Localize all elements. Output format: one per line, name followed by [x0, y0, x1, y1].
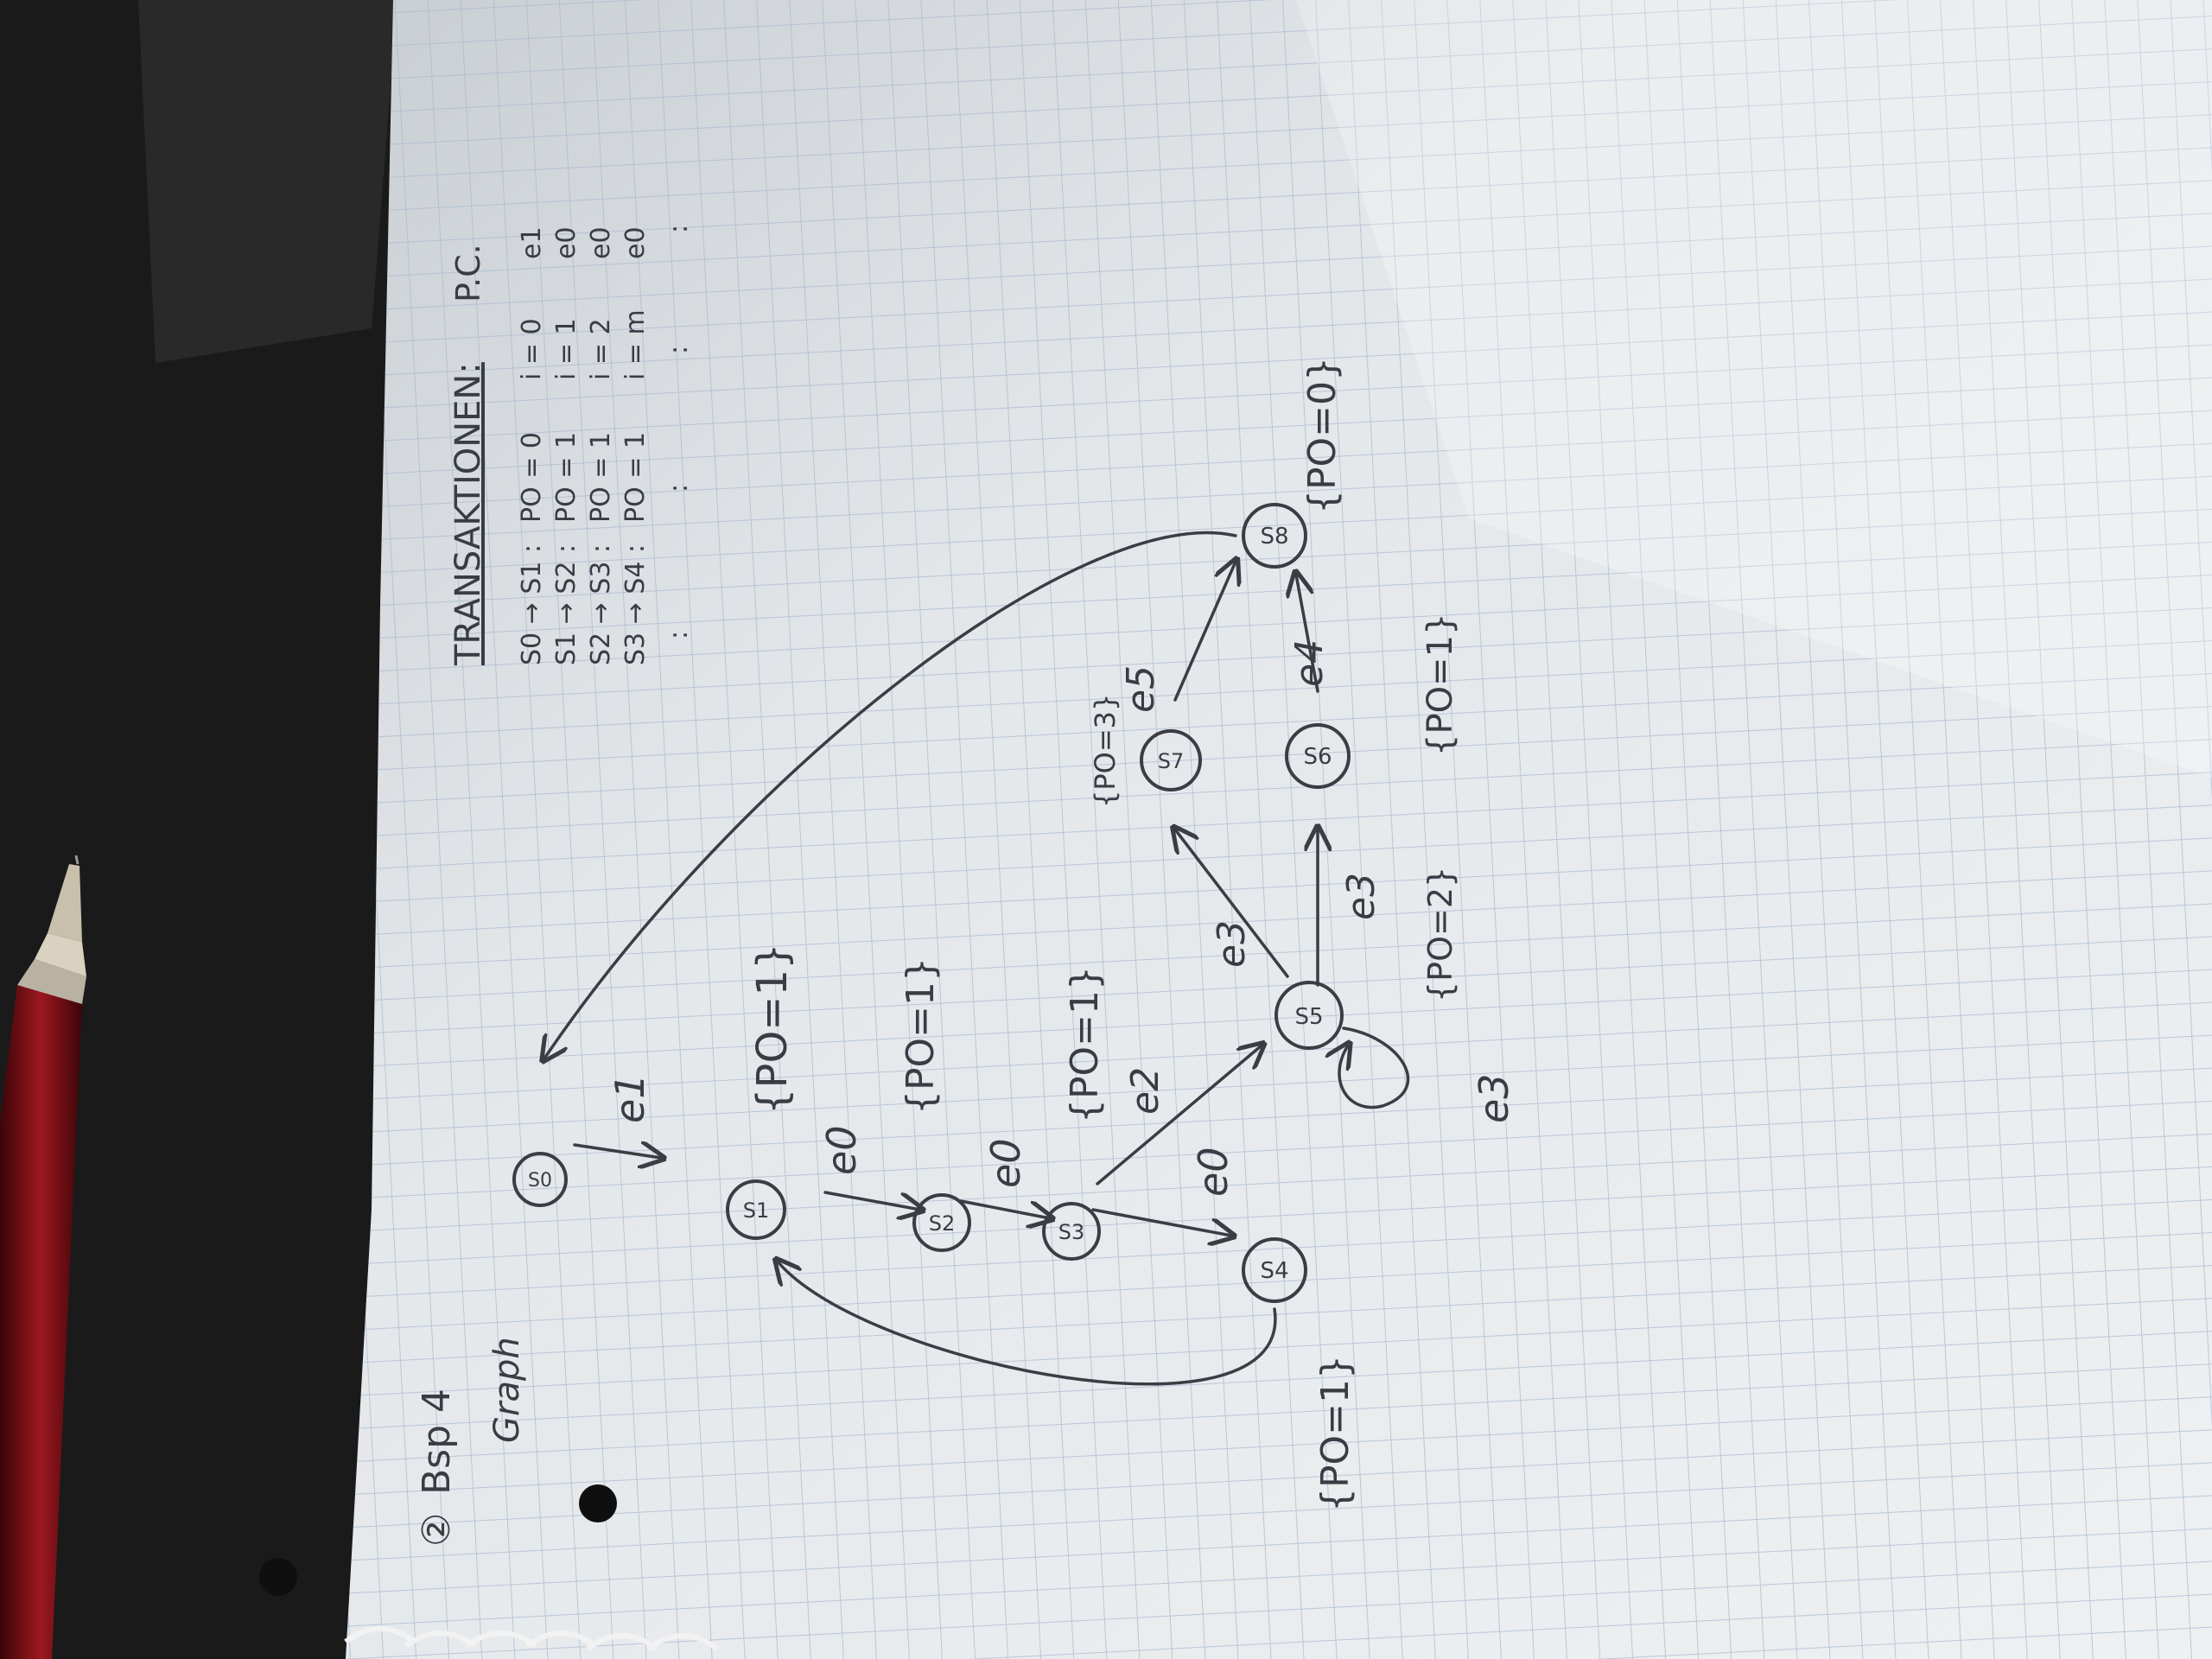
state-annotation: {PO=1}	[1063, 966, 1107, 1123]
transaction-row: S3 → S4 : PO = 1 i = m e0	[620, 226, 651, 665]
edge-s3-s5	[1096, 1046, 1262, 1185]
edge-s6-s8	[1296, 575, 1319, 693]
page-title: Bsp 4	[415, 1389, 459, 1495]
punch-hole	[259, 1558, 297, 1596]
state-label: S6	[1303, 744, 1332, 770]
mechanical-pencil	[0, 855, 86, 1659]
edge-s5-loop	[1339, 1027, 1410, 1109]
transactions-pc-label: P.C.	[449, 244, 487, 302]
page-title-mark: ②	[415, 1513, 459, 1547]
edge-label: e2	[1123, 1067, 1167, 1115]
transaction-row: S2 → S3 : PO = 1 i = 2 e0	[586, 226, 616, 665]
page-header: ② Bsp 4 Graph	[415, 1337, 527, 1547]
edge-s7-s8	[1173, 562, 1236, 702]
graph-paper	[346, 0, 2212, 1659]
state-annotation: {PO=1}	[1313, 1355, 1357, 1512]
state-label: S2	[929, 1211, 956, 1236]
state-label: S0	[528, 1170, 552, 1192]
row-transition: S2 → S3 :	[586, 544, 616, 665]
transaction-row: S0 → S1 : PO = 0 i = 0 e1	[517, 226, 547, 665]
state-s0: S0	[512, 1152, 568, 1207]
row-counter: i = 2	[586, 318, 616, 380]
edge-s0-s1	[573, 1145, 661, 1158]
row-assignment: PO = 1	[551, 432, 582, 523]
state-annotation: {PO=1}	[748, 943, 797, 1115]
edge-label: e0	[1190, 1147, 1236, 1197]
state-label: S3	[1058, 1220, 1085, 1244]
state-annotation: {PO=0}	[1300, 357, 1344, 514]
state-annotation: {PO=1}	[899, 957, 943, 1115]
spiral-binding	[344, 1626, 719, 1651]
edge-label: e3	[1471, 1073, 1517, 1123]
row-transition: S1 → S2 :	[551, 544, 582, 665]
row-assignment: PO = 1	[620, 432, 651, 523]
state-label: S5	[1294, 1004, 1323, 1030]
state-annotation: {PO=1}	[1421, 613, 1460, 756]
state-s3: S3	[1042, 1202, 1101, 1261]
state-s6: S6	[1285, 723, 1351, 789]
edge-label: e3	[1210, 920, 1254, 968]
edge-s4-s1	[778, 1262, 1277, 1386]
row-counter: i = 1	[551, 318, 582, 380]
edge-s3-s4	[1091, 1208, 1231, 1236]
transactions-table: TRANSAKTIONEN: P.C. S0 → S1 : PO = 0 i =…	[448, 225, 694, 666]
transactions-ellipsis: :	[664, 346, 694, 354]
edge-label: e0	[982, 1138, 1029, 1188]
state-s4: S4	[1242, 1237, 1307, 1303]
edge-label: e5	[1119, 665, 1163, 713]
desk-shadow-object	[138, 0, 397, 363]
row-event: e0	[620, 226, 651, 259]
state-s1: S1	[726, 1179, 786, 1240]
state-s8: S8	[1242, 503, 1307, 569]
row-event: e0	[586, 226, 616, 259]
transactions-ellipsis: :	[664, 631, 694, 639]
row-counter: i = m	[620, 309, 651, 380]
transaction-row: S1 → S2 : PO = 1 i = 1 e0	[551, 226, 582, 665]
state-s5: S5	[1274, 981, 1344, 1050]
edge-label: e3	[1339, 873, 1383, 920]
row-assignment: PO = 0	[517, 432, 547, 523]
row-event: e1	[517, 226, 547, 259]
state-graph: S0 S1 S2 S3 S4 S5 S6 S7	[512, 357, 1517, 1512]
state-label: S4	[1260, 1258, 1288, 1284]
state-label: S1	[743, 1198, 770, 1223]
transactions-ellipsis: :	[664, 484, 694, 493]
row-assignment: PO = 1	[586, 432, 616, 523]
punch-hole	[579, 1484, 617, 1522]
state-s2: S2	[912, 1193, 971, 1252]
edge-label: e1	[607, 1073, 653, 1123]
edge-s2-s3	[959, 1199, 1050, 1218]
state-label: S8	[1260, 524, 1288, 550]
edge-s8-s0	[544, 531, 1237, 1058]
edge-s1-s2	[823, 1191, 920, 1210]
state-annotation: {PO=3}	[1089, 694, 1122, 808]
row-transition: S3 → S4 :	[620, 544, 651, 665]
row-transition: S0 → S1 :	[517, 544, 547, 665]
state-annotation: {PO=2}	[1421, 867, 1459, 1002]
row-event: e0	[551, 226, 582, 259]
edge-s5-s7	[1175, 830, 1289, 978]
row-counter: i = 0	[517, 318, 547, 380]
page-subtitle: Graph	[487, 1337, 527, 1443]
transactions-heading: TRANSAKTIONEN:	[448, 362, 488, 666]
transactions-ellipsis: :	[664, 225, 694, 233]
edge-label: e4	[1287, 639, 1332, 687]
state-label: S7	[1158, 749, 1185, 773]
state-s7: S7	[1140, 729, 1202, 791]
edge-label: e0	[818, 1125, 865, 1175]
